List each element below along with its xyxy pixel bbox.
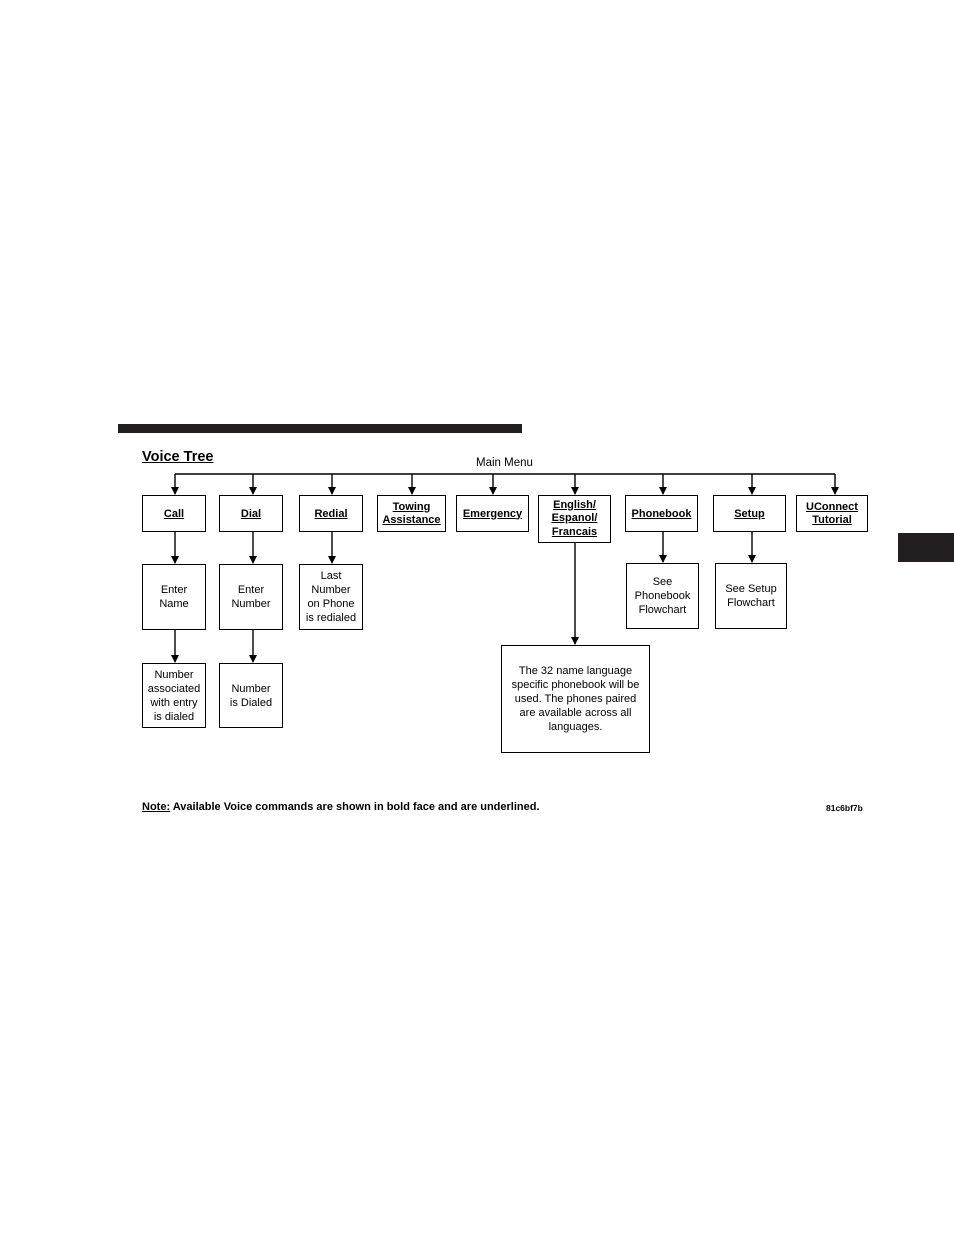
command-call: Call [142,495,206,532]
footnote-label: Note: [142,801,171,813]
header-rule [118,424,522,433]
root-node-main-menu: Main Menu [476,457,533,469]
section-tab [898,533,954,562]
command-setup: Setup [713,495,786,532]
command-towing-assistance: Towing Assistance [377,495,446,532]
diagram-title: Voice Tree [142,449,214,465]
result-last-number-redialed: Last Number on Phone is redialed [299,564,363,630]
figure-code: 81c6bf7b [826,803,863,813]
result-enter-number: Enter Number [219,564,283,630]
command-uconnect-tutorial: UConnect Tutorial [796,495,868,532]
footnote: Note: Available Voice commands are shown… [142,801,540,813]
command-language: English/ Espanol/ Francais [538,495,611,543]
command-redial: Redial [299,495,363,532]
result-see-phonebook-flowchart: See Phonebook Flowchart [626,563,699,629]
result-language-phonebook: The 32 name language specific phonebook … [501,645,650,753]
result-see-setup-flowchart: See Setup Flowchart [715,563,787,629]
footnote-text: Available Voice commands are shown in bo… [170,801,540,813]
result-number-is-dialed: Number is Dialed [219,663,283,728]
command-dial: Dial [219,495,283,532]
result-number-dialed-from-entry: Number associated with entry is dialed [142,663,206,728]
result-enter-name: Enter Name [142,564,206,630]
command-emergency: Emergency [456,495,529,532]
command-phonebook: Phonebook [625,495,698,532]
